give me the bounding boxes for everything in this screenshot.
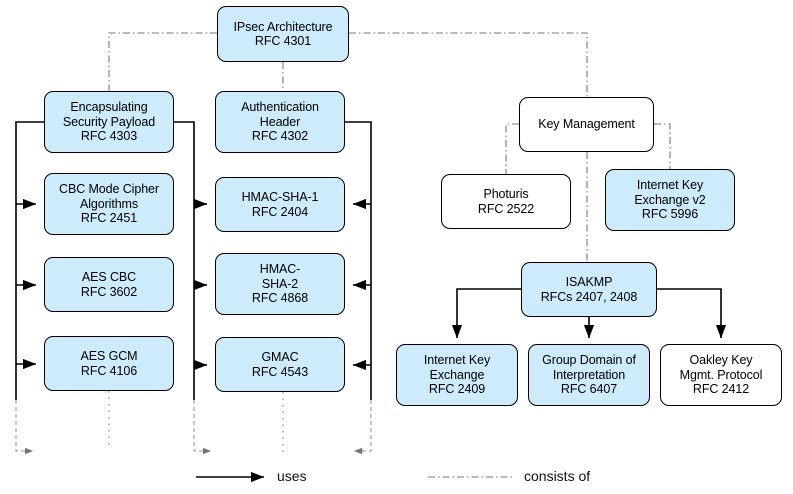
edge-ah-right-bus	[345, 121, 372, 400]
node-internet-key-exchange[interactable]: Internet Key Exchange RFC 2409	[396, 344, 518, 406]
node-line: Group Domain of	[542, 353, 636, 368]
edge-esp-right-bus	[174, 121, 195, 400]
node-photuris[interactable]: Photuris RFC 2522	[441, 174, 571, 229]
node-line: RFC 3602	[80, 284, 138, 299]
node-line: RFC 2451	[80, 211, 138, 226]
node-line: RFC 6407	[560, 382, 618, 397]
node-internet-key-exchange-v2[interactable]: Internet Key Exchange v2 RFC 5996	[605, 169, 735, 231]
node-line: Interpretation	[552, 367, 626, 382]
edge-ipsec-to-esp	[108, 32, 217, 91]
node-aes-cbc[interactable]: AES CBC RFC 3602	[44, 257, 174, 312]
node-line: Photuris	[483, 187, 529, 201]
node-line: RFC 4301	[254, 34, 312, 48]
node-line: Mgmt. Protocol	[679, 367, 763, 382]
node-line: CBC Mode Cipher	[59, 182, 159, 197]
node-hmac-sha-2[interactable]: HMAC- SHA-2 RFC 4868	[215, 253, 345, 315]
edge-isakmp-to-ike	[451, 288, 521, 339]
node-line: RFC 4868	[251, 291, 309, 306]
node-line: RFC 2522	[477, 201, 535, 216]
node-line: GMAC	[261, 350, 299, 364]
node-line: Exchange	[429, 367, 485, 382]
node-line: RFC 5996	[641, 207, 699, 222]
edge-ah-right-bus-stub	[353, 400, 372, 455]
node-line: RFC 4302	[251, 129, 309, 144]
node-line: Security Payload	[62, 114, 156, 129]
node-line: Header	[259, 114, 301, 129]
edge-esp-left-bus-stub	[15, 400, 34, 455]
node-line: HMAC-SHA-1	[241, 190, 319, 204]
node-line: Algorithms	[79, 196, 139, 211]
node-group-domain-of-interpretation[interactable]: Group Domain of Interpretation RFC 6407	[528, 344, 650, 406]
node-line: Exchange v2	[634, 192, 706, 207]
node-hmac-sha-1[interactable]: HMAC-SHA-1 RFC 2404	[215, 177, 345, 232]
node-line: Authentication	[241, 100, 319, 115]
node-line: Oakley Key	[689, 353, 753, 368]
node-encapsulating-security-payload[interactable]: Encapsulating Security Payload RFC 4303	[44, 91, 174, 153]
edge-esp-right-bus-stub	[193, 400, 212, 455]
edge-keymgmt-to-photuris	[505, 123, 519, 174]
node-line: HMAC-	[259, 262, 301, 277]
edge-esp-left-bus	[15, 121, 44, 400]
edge-keymgmt-to-ikev2	[654, 123, 671, 169]
node-aes-gcm[interactable]: AES GCM RFC 4106	[44, 336, 174, 391]
node-line: RFC 2412	[692, 382, 750, 397]
legend-uses-label: uses	[277, 468, 307, 484]
node-key-management[interactable]: Key Management	[519, 97, 654, 152]
node-line: RFC 2409	[428, 382, 486, 397]
node-line: Internet Key	[423, 353, 491, 368]
node-ipsec-architecture[interactable]: IPsec Architecture RFC 4301	[217, 6, 349, 62]
node-authentication-header[interactable]: Authentication Header RFC 4302	[215, 91, 345, 153]
edge-ipsec-to-keymgmt	[349, 32, 588, 97]
node-line: ISAKMP	[565, 275, 613, 289]
edge-isakmp-to-oakley	[657, 288, 727, 339]
node-line: AES CBC	[81, 270, 137, 284]
node-oakley-key-mgmt-protocol[interactable]: Oakley Key Mgmt. Protocol RFC 2412	[660, 344, 782, 406]
node-line: Key Management	[538, 117, 635, 132]
node-line: RFC 4543	[251, 364, 309, 379]
node-line: Internet Key	[636, 178, 704, 193]
node-line: SHA-2	[261, 276, 299, 291]
legend-consists-of-label: consists of	[524, 468, 591, 484]
node-line: RFC 4303	[80, 129, 138, 144]
node-line: RFCs 2407, 2408	[540, 289, 638, 304]
node-line: Encapsulating	[70, 100, 148, 115]
node-gmac[interactable]: GMAC RFC 4543	[215, 337, 345, 392]
node-cbc-mode-cipher-algorithms[interactable]: CBC Mode Cipher Algorithms RFC 2451	[44, 173, 174, 235]
node-line: RFC 4106	[80, 363, 138, 378]
node-line: RFC 2404	[251, 204, 309, 219]
node-line: AES GCM	[80, 349, 138, 363]
node-isakmp[interactable]: ISAKMP RFCs 2407, 2408	[521, 262, 657, 317]
node-line: IPsec Architecture	[233, 19, 333, 34]
